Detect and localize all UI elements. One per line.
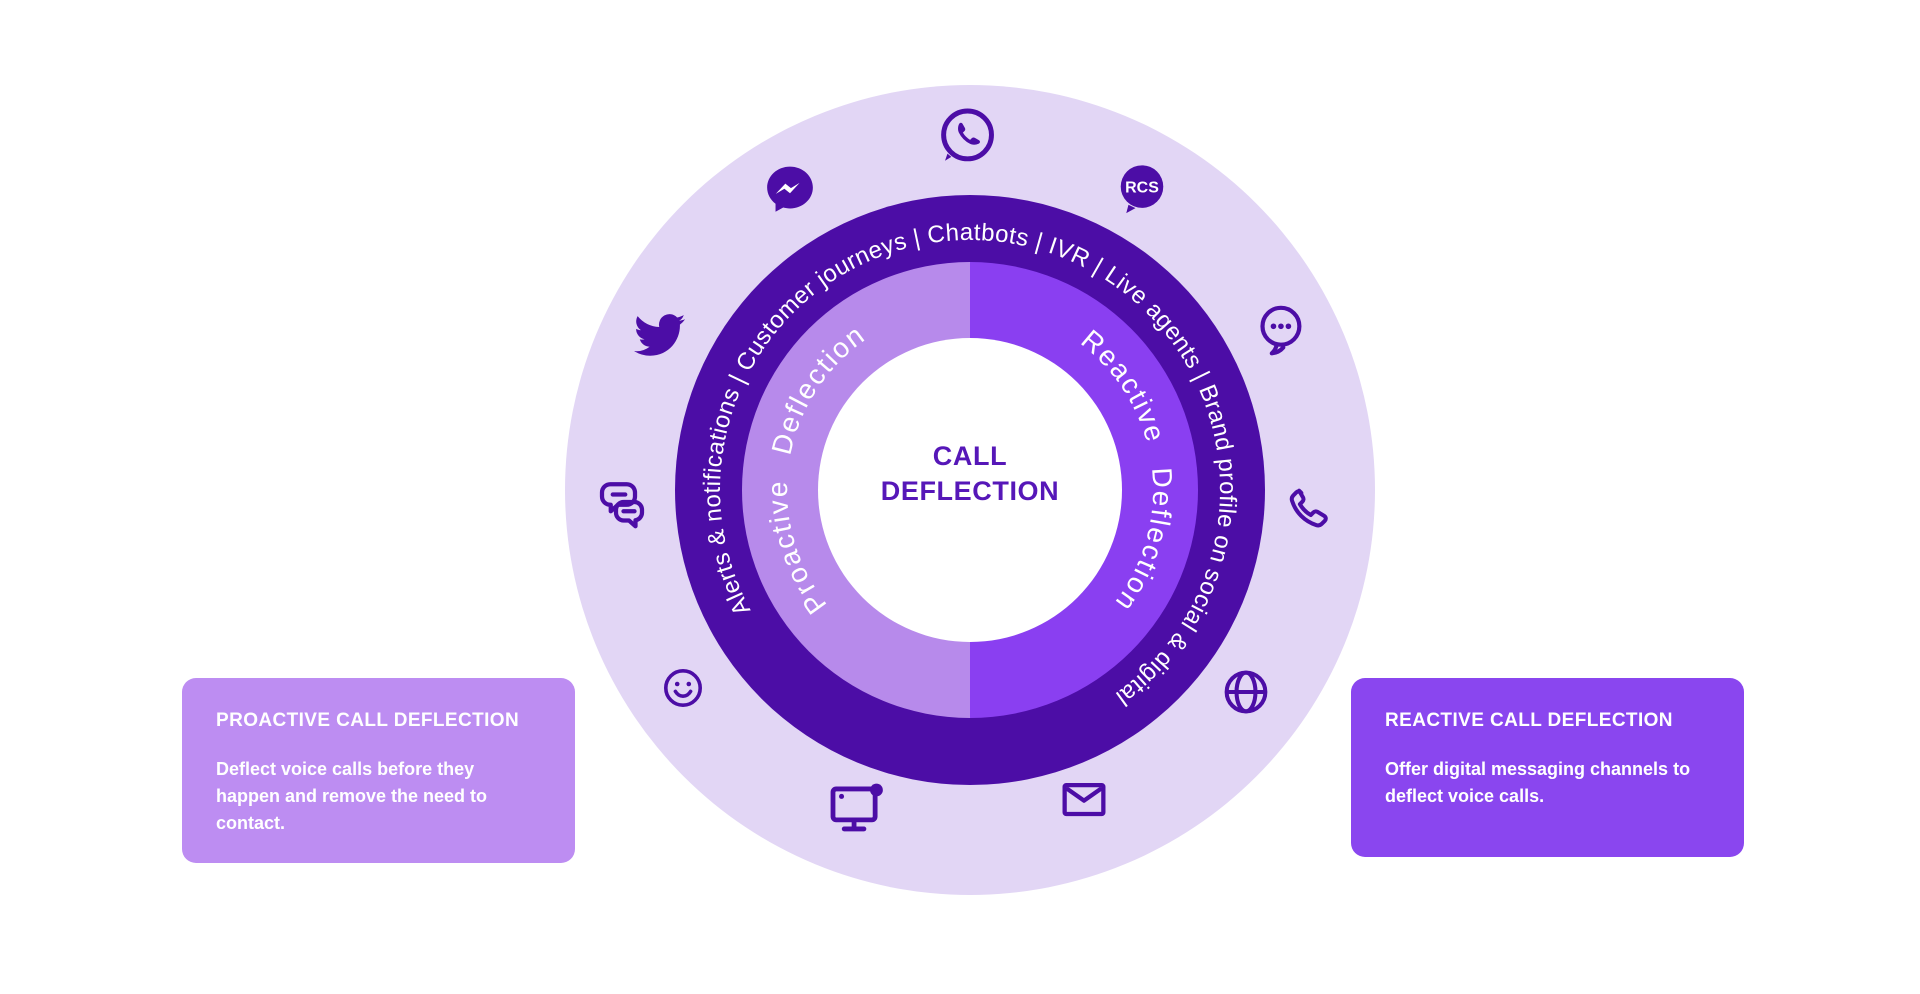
twitter-icon xyxy=(632,308,686,362)
rcs-icon-label: RCS xyxy=(1125,179,1159,196)
proactive-callout-card: PROACTIVE CALL DEFLECTION Deflect voice … xyxy=(182,678,575,863)
reactive-callout-title: REACTIVE CALL DEFLECTION xyxy=(1385,710,1673,731)
center-title-line1: CALL xyxy=(932,441,1008,472)
proactive-callout-body: Deflect voice calls before they happen a… xyxy=(216,759,488,833)
phone-icon xyxy=(1281,480,1335,534)
chat-ellipsis-icon xyxy=(1252,302,1308,358)
globe-icon xyxy=(1219,665,1273,719)
proactive-callout-title: PROACTIVE CALL DEFLECTION xyxy=(216,710,520,731)
center-circle: CALL DEFLECTION xyxy=(818,338,1122,642)
call-deflection-wheel: CALL DEFLECTION Alerts & notifications |… xyxy=(565,85,1375,895)
center-title: CALL DEFLECTION xyxy=(881,439,1060,508)
messenger-icon xyxy=(762,161,818,217)
center-title-line2: DEFLECTION xyxy=(880,476,1060,506)
rcs-icon: RCS xyxy=(1113,160,1171,218)
desktop-notification-icon xyxy=(825,776,889,836)
whatsapp-icon xyxy=(934,103,1000,169)
smiley-icon xyxy=(659,664,707,712)
email-icon xyxy=(1057,775,1111,825)
reactive-callout-card: REACTIVE CALL DEFLECTION Offer digital m… xyxy=(1351,678,1744,857)
reactive-callout-body: Offer digital messaging channels to defl… xyxy=(1385,759,1691,806)
conversation-icon xyxy=(592,474,652,534)
